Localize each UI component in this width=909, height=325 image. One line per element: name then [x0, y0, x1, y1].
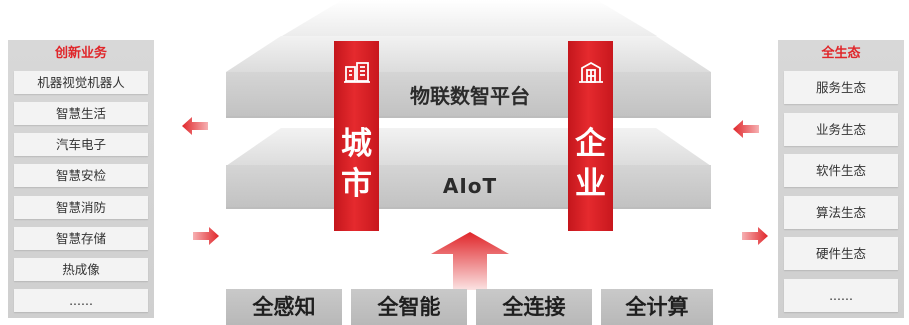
list-item: 智慧消防	[14, 195, 148, 219]
top-fade	[282, 0, 657, 36]
innovation-business-title: 创新业务	[54, 46, 107, 61]
city-pillar-text: 城市	[341, 126, 372, 202]
list-item: 机器视觉机器人	[14, 71, 148, 94]
aiot-layer	[226, 165, 711, 209]
enterprise-pillar: 企业	[568, 41, 613, 231]
city-buildings-icon	[343, 62, 370, 83]
platform-layer-label: 物联数智平台	[410, 84, 530, 108]
city-pillar: 城市	[334, 41, 379, 231]
full-ecosystem-title: 全生态	[821, 46, 861, 61]
list-item: 软件生态	[784, 154, 898, 188]
full-ecosystem-list: 服务生态 业务生态 软件生态 算法生态 硬件生态 ......	[784, 71, 898, 312]
aiot-layer-label: AIoT	[442, 174, 498, 198]
full-intelligence-box: 全智能	[351, 289, 467, 325]
upward-arrow-icon	[431, 232, 509, 290]
left-outgoing-arrow-icon	[182, 117, 208, 135]
list-item: ......	[14, 288, 148, 312]
list-item: 硬件生态	[784, 237, 898, 271]
right-outgoing-arrow-icon	[742, 227, 768, 245]
platform-layer-top	[226, 36, 711, 72]
list-item: 智慧生活	[14, 102, 148, 126]
enterprise-pillar-text: 企业	[575, 126, 606, 202]
list-item: 汽车电子	[14, 133, 148, 157]
list-item: 算法生态	[784, 195, 898, 229]
right-incoming-arrow-icon	[733, 120, 759, 138]
innovation-business-list: 机器视觉机器人 智慧生活 汽车电子 智慧安检 智慧消防 智慧存储 热成像 ...…	[14, 71, 148, 312]
platform-layer	[226, 72, 711, 118]
enterprise-building-icon	[578, 61, 603, 83]
list-item: 热成像	[14, 257, 148, 281]
list-item: 智慧存储	[14, 226, 148, 250]
city-pillar-label: 城市	[334, 124, 379, 204]
aiot-layer-top	[226, 128, 711, 166]
full-perception-box: 全感知	[226, 289, 342, 325]
list-item: 业务生态	[784, 112, 898, 146]
left-incoming-arrow-icon	[193, 227, 219, 245]
full-computing-box: 全计算	[601, 289, 713, 325]
list-item: 智慧安检	[14, 164, 148, 188]
list-item: ......	[784, 278, 898, 312]
list-item: 服务生态	[784, 71, 898, 104]
full-connectivity-box: 全连接	[476, 289, 592, 325]
innovation-business-panel: 创新业务 机器视觉机器人 智慧生活 汽车电子 智慧安检 智慧消防 智慧存储 热成…	[8, 40, 154, 318]
enterprise-pillar-label: 企业	[568, 124, 613, 204]
full-ecosystem-panel: 全生态 服务生态 业务生态 软件生态 算法生态 硬件生态 ......	[778, 40, 904, 318]
